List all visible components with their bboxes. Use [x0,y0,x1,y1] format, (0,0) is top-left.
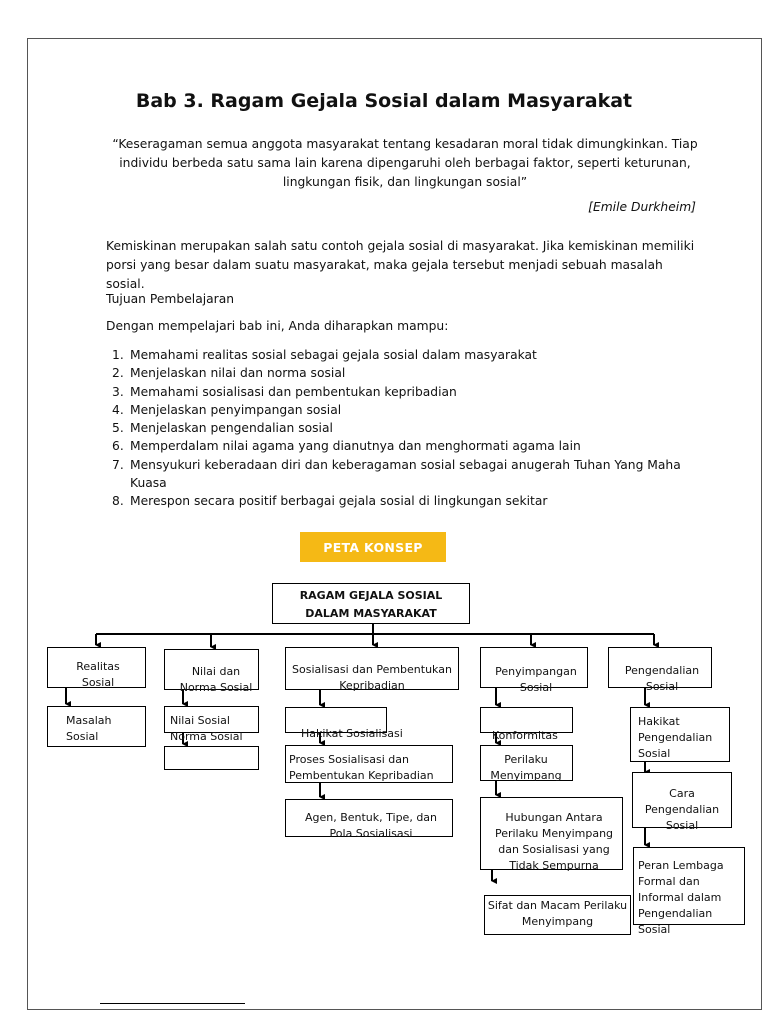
hakikat-sosialisasi-box [285,707,387,733]
item-text: Mensyukuri keberadaan diri dan keberagam… [130,457,681,491]
item-number: 7. [112,457,124,472]
tujuan-heading: Tujuan Pembelajaran [106,292,235,306]
pengendalian-box [608,647,712,688]
list-item: 1. Memahami realitas sosial sebagai gejal… [106,346,706,364]
list-item: 2. Menjelaskan nilai dan norma sosial [106,364,706,382]
page-border [27,38,762,1010]
list-item: 6. Memperdalam nilai agama yang dianutnya… [106,437,706,455]
item-text: Menjelaskan penyimpangan sosial [130,402,342,417]
agen-label: Agen, Bentuk, Tipe, dan Pola Sosialisasi [304,811,438,840]
nilai-sosial-label: Nilai Sosial [170,714,230,727]
peta-konsep-banner: PETA KONSEP [300,532,446,562]
proses-sosialisasi-box [285,745,453,783]
sosialisasi-label: Sosialisasi dan Pembentukan Kepribadian [292,663,452,692]
quote-text: “Keseragaman semua anggota masyarakat te… [112,137,698,189]
item-text: Menjelaskan nilai dan norma sosial [130,366,346,381]
list-item: 5. Menjelaskan pengendalian sosial [106,419,706,437]
objectives-list: 1. Memahami realitas sosial sebagai gejal… [106,346,706,511]
chapter-title: Bab 3. Ragam Gejala Sosial dalam Masyara… [135,90,633,112]
item-number: 3. [112,384,124,399]
item-number: 8. [112,494,124,509]
konformitas-label: Konformitas [492,729,558,742]
quote-author: [Emile Durkheim] [588,200,696,214]
item-number: 2. [112,366,124,381]
sifat-label: Sifat dan Macam Perilaku Menyimpang [487,899,628,928]
realitas-label: Realitas Sosial [76,660,120,689]
cara-box [632,772,732,828]
masalah-label: Masalah Sosial [66,714,112,743]
masalah-box [47,706,146,747]
item-text: Memahami sosialisasi dan pembentukan kep… [130,384,457,399]
item-text: Memperdalam nilai agama yang dianutnya d… [130,439,581,454]
hakikat-pengendalian-label: Hakikat Pengendalian Sosial [638,715,713,760]
konformitas-box [480,707,573,733]
perilaku-menyimpang-label: Perilaku Menyimpang [490,753,562,782]
perilaku-menyimpang-box [480,745,573,781]
hubungan-box [480,797,623,870]
peran-box [633,847,745,925]
agen-box [285,799,453,837]
footnote-rule [100,1003,245,1004]
sosialisasi-box [285,647,459,690]
concept-root-line2: DALAM MASYARAKAT [305,607,437,620]
intro-paragraph: Kemiskinan merupakan salah satu contoh g… [106,239,695,291]
penyimpangan-box [480,647,588,688]
norma-sosial-box [164,746,259,770]
tujuan-intro: Dengan mempelajari bab ini, Anda diharap… [106,319,449,333]
list-item: 3. Memahami sosialisasi dan pembentukan k… [106,383,706,401]
hakikat-sosialisasi-label: Hakikat Sosialisasi [301,727,403,740]
realitas-box [47,647,146,688]
nilai-label: Nilai dan Norma Sosial [179,665,253,694]
item-number: 6. [112,439,124,454]
pengendalian-label: Pengendalian Sosial [624,664,700,693]
nilai-sosial-box [164,706,259,733]
item-number: 1. [112,348,124,362]
list-item: 8. Merespon secara positif berbagai gejal… [106,492,706,510]
norma-sosial-label: Norma Sosial [170,730,243,743]
item-number: 4. [112,402,124,417]
nilai-box [164,649,259,690]
list-item: 4. Menjelaskan penyimpangan sosial [106,401,706,419]
item-text: Merespon secara positif berbagai gejala … [130,494,548,509]
item-text: Memahami realitas sosial sebagai gejala … [130,348,537,362]
hubungan-label: Hubungan Antara Perilaku Menyimpang dan … [494,811,614,872]
item-text: Menjelaskan pengendalian sosial [130,421,333,436]
cara-label: Cara Pengendalian Sosial [644,787,720,832]
concept-root-box [272,583,470,624]
hakikat-pengendalian-box [630,707,730,762]
penyimpangan-label: Penyimpangan Sosial [495,665,577,694]
concept-root-line1: RAGAM GEJALA SOSIAL [299,589,443,602]
peran-label: Peran Lembaga Formal dan Informal dalam … [638,859,724,936]
item-number: 5. [112,421,124,436]
list-item: 7. Mensyukuri keberadaan diri dan keberag… [106,456,706,493]
proses-sosialisasi-label: Proses Sosialisasi dan Pembentukan Kepri… [289,753,434,782]
sifat-box [484,895,631,935]
